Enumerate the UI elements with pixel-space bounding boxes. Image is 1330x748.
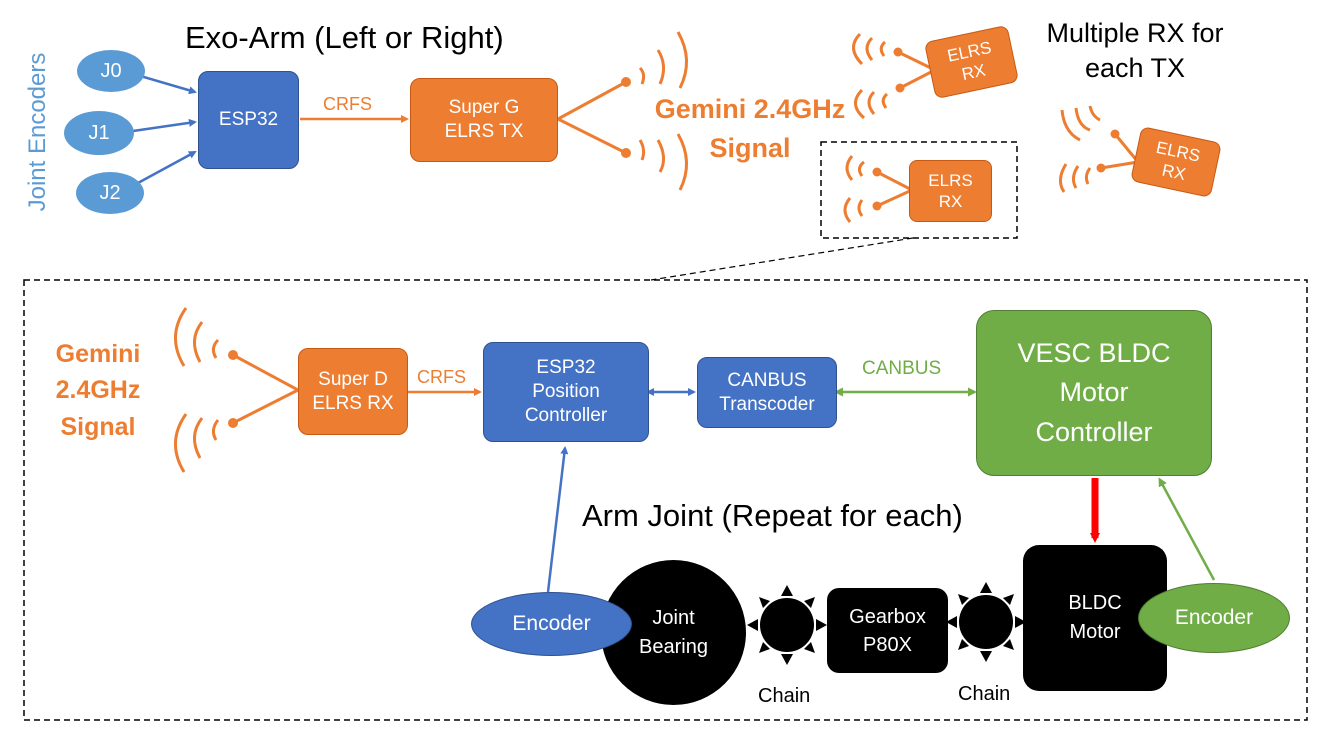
joint-encoder-j0: J0: [77, 50, 145, 92]
rx-antenna-icon: [843, 155, 913, 223]
rx-antenna-icon: [1059, 105, 1140, 193]
tx-antenna-icon: [557, 31, 688, 191]
crfs-label-bottom: CRFS: [417, 367, 466, 387]
joint-encoder-j2: J2: [76, 172, 144, 214]
joint-encoders-label: Joint Encoders: [24, 52, 51, 212]
sprocket-icon: [946, 582, 1026, 662]
esp32-box: ESP32: [198, 71, 299, 169]
encoder-right: Encoder: [1138, 583, 1290, 653]
zoom-connector-line: [650, 237, 914, 281]
rx-antenna-icon: [852, 32, 936, 120]
crfs-label-top: CRFS: [323, 94, 372, 114]
sprocket-icon: [747, 585, 827, 665]
arrow-j1-esp32: [132, 118, 197, 133]
arrow-encoder-vesc: [1158, 477, 1216, 581]
encoder-left: Encoder: [471, 592, 632, 656]
rx-antenna-icon: [174, 307, 299, 473]
canbus-label: CANBUS: [862, 358, 942, 379]
exo-arm-title: Exo-Arm (Left or Right): [185, 20, 504, 55]
chain-label-left: Chain: [758, 685, 811, 707]
chain-label-right: Chain: [958, 683, 1011, 705]
joint-encoder-j1: J1: [64, 111, 134, 155]
arm-joint-dashed-box: [23, 279, 1308, 721]
arrow-encoder-controller: [546, 446, 569, 593]
rx-highlight-dashed-box: [820, 141, 1018, 239]
arm-joint-title: Arm Joint (Repeat for each): [582, 498, 963, 533]
